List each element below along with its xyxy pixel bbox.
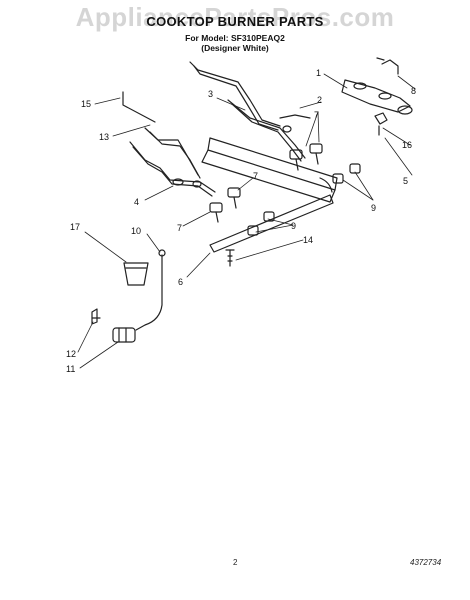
manifold-rail bbox=[201, 137, 338, 253]
gas-tube-3 bbox=[189, 61, 281, 131]
callout-3: 3 bbox=[208, 89, 213, 99]
top-burner-assembly bbox=[341, 57, 413, 136]
callout-numbers: 1 2 3 4 5 6 7 7 7 8 9 9 10 11 12 13 14 1… bbox=[66, 68, 416, 374]
callout-15: 15 bbox=[81, 99, 91, 109]
valve-stems bbox=[247, 163, 361, 236]
callout-1: 1 bbox=[316, 68, 321, 78]
color-line: (Designer White) bbox=[201, 43, 269, 53]
callout-12: 12 bbox=[66, 349, 76, 359]
callout-4: 4 bbox=[134, 197, 139, 207]
callout-17: 17 bbox=[70, 222, 80, 232]
callout-14: 14 bbox=[303, 235, 313, 245]
gas-tube-4 bbox=[129, 141, 216, 197]
callout-5: 5 bbox=[403, 176, 408, 186]
diagram-title: COOKTOP BURNER PARTS bbox=[146, 14, 324, 29]
switch-bracket bbox=[91, 308, 136, 343]
callout-10: 10 bbox=[131, 226, 141, 236]
leader-lines bbox=[77, 73, 416, 369]
gas-tube-upper-left bbox=[122, 91, 201, 179]
callout-7-lower: 7 bbox=[177, 223, 182, 233]
callout-7-middle: 7 bbox=[253, 171, 258, 181]
burner-valves bbox=[209, 143, 323, 223]
callout-6: 6 bbox=[178, 277, 183, 287]
callout-13: 13 bbox=[99, 132, 109, 142]
callout-7-upper: 7 bbox=[314, 110, 319, 120]
gas-tube-2 bbox=[227, 99, 311, 162]
callout-2: 2 bbox=[317, 95, 322, 105]
heat-shield bbox=[123, 262, 149, 286]
callout-9-right: 9 bbox=[371, 203, 376, 213]
callout-9-center: 9 bbox=[291, 221, 296, 231]
screw-14 bbox=[225, 249, 235, 267]
document-number: 4372734 bbox=[410, 558, 442, 567]
igniter-wire bbox=[135, 249, 166, 331]
callout-8: 8 bbox=[411, 86, 416, 96]
callout-16: 16 bbox=[402, 140, 412, 150]
callout-11: 11 bbox=[66, 364, 75, 374]
model-line: For Model: SF310PEAQ2 bbox=[185, 33, 285, 43]
page-number: 2 bbox=[233, 558, 238, 567]
